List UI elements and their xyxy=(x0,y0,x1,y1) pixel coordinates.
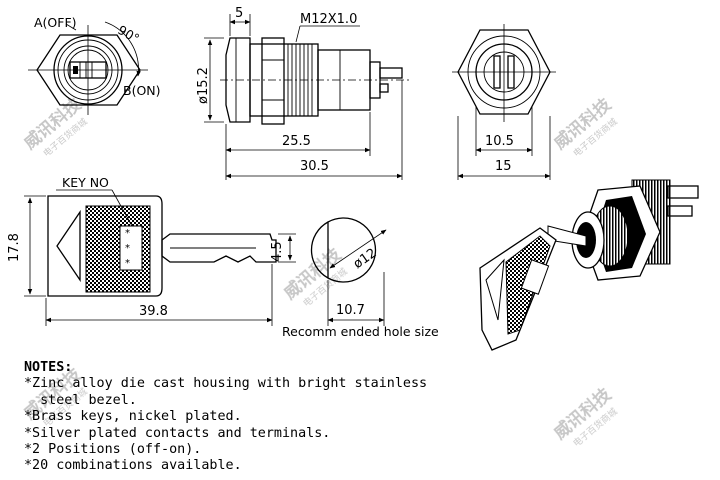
notes-block: NOTES: *Zinc alloy die cast housing with… xyxy=(24,360,444,475)
dim-105-label: 10.5 xyxy=(485,134,514,149)
side-view: 5 M12X1.0 ø15.2 25.5 30.5 xyxy=(196,6,410,180)
dim-255-label: 25.5 xyxy=(282,134,311,149)
svg-text:*: * xyxy=(125,243,130,254)
note-line: *20 combinations available. xyxy=(24,458,242,474)
a-off-label: A(OFF) xyxy=(34,15,77,30)
thread-label: M12X1.0 xyxy=(300,12,357,27)
angle-label: 90° xyxy=(115,22,142,46)
key-view: * * * KEY NO 17.8 4.5 39.8 xyxy=(7,175,296,326)
svg-text:*: * xyxy=(125,258,130,269)
dim-152-label: ø15.2 xyxy=(196,67,211,104)
front-view: A(OFF) B(ON) 90° xyxy=(28,15,161,115)
dim-178-label: 17.8 xyxy=(7,233,22,262)
dim-398-label: 39.8 xyxy=(139,304,168,319)
note-line: *Brass keys, nickel plated. xyxy=(24,409,242,425)
key-no-label: KEY NO xyxy=(62,175,109,190)
rear-view: 10.5 15 xyxy=(452,24,556,180)
dim-15-label: 15 xyxy=(495,159,512,174)
switch-3d-illustration xyxy=(479,179,699,351)
svg-text:*: * xyxy=(125,228,130,239)
dim-45-label: 4.5 xyxy=(270,241,285,262)
b-on-label: B(ON) xyxy=(123,83,161,98)
dim-5-label: 5 xyxy=(235,6,243,21)
note-line: *Zinc alloy die cast housing with bright… xyxy=(24,376,428,392)
hole-caption: Recomm ended hole size xyxy=(282,324,439,339)
dim-107-label: 10.7 xyxy=(336,303,365,318)
note-line: *2 Positions (off-on). xyxy=(24,442,202,458)
note-line: *Silver plated contacts and terminals. xyxy=(24,425,331,441)
dim-305-label: 30.5 xyxy=(300,159,329,174)
note-line: steel bezel. xyxy=(24,392,137,408)
notes-title: NOTES: xyxy=(24,360,73,375)
